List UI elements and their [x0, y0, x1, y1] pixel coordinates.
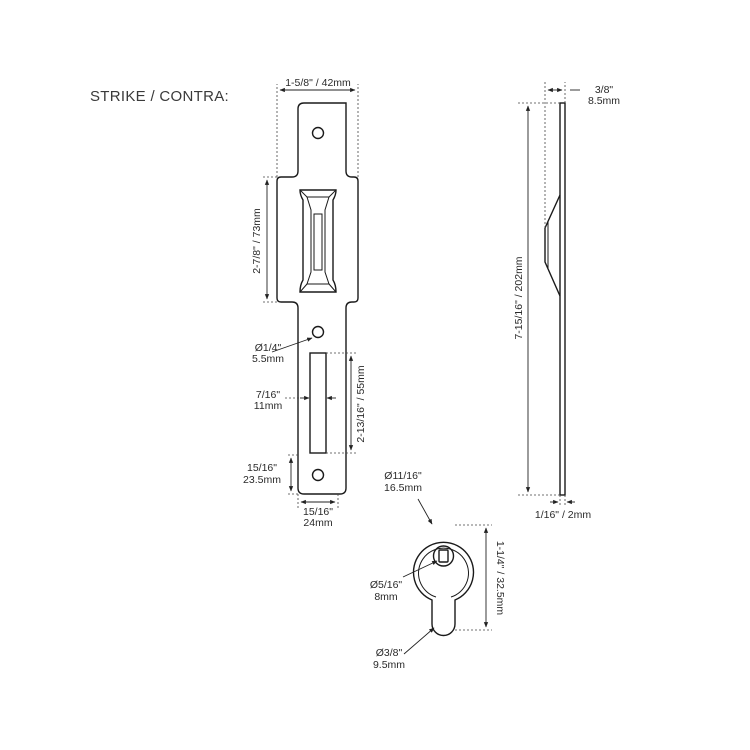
dim-cap-neck-label-a: Ø3/8" — [376, 647, 403, 659]
dim-box-height-label: 2-7/8" / 73mm — [251, 208, 263, 274]
dim-cap-hole: Ø5/16" 8mm — [370, 560, 438, 603]
dim-top-width-label: 1-5/8" / 42mm — [285, 77, 351, 89]
dim-end-height-label-b: 23.5mm — [243, 474, 281, 486]
dim-cap-hole-label-a: Ø5/16" — [370, 579, 403, 591]
strike-plate-front-view — [276, 102, 359, 495]
strike-plate-outline — [276, 102, 359, 495]
top-screw-hole — [311, 126, 325, 140]
side-plate — [559, 102, 566, 496]
dim-cap-neck-label-b: 9.5mm — [373, 659, 405, 671]
dim-slot-width: 7/16" 11mm — [254, 389, 336, 412]
dim-cap-hole-label-b: 8mm — [374, 591, 398, 603]
strike-side-view — [544, 102, 566, 496]
dim-end-height-label-a: 15/16" — [247, 462, 277, 474]
dim-thickness-label-a: 3/8" — [595, 84, 614, 96]
bottom-screw-hole — [311, 468, 325, 482]
dim-cap-outer-label-a: Ø11/16" — [384, 470, 422, 482]
dim-slot-width-label-a: 7/16" — [256, 389, 280, 401]
dim-plate-thickness-label: 1/16" / 2mm — [535, 509, 592, 521]
dim-hole-dia: Ø1/4" 5.5mm — [252, 337, 313, 365]
dim-plate-thickness: 1/16" / 2mm — [535, 495, 592, 521]
side-keeper-profile — [544, 194, 561, 297]
dim-total-length: 7-15/16" / 202mm — [513, 102, 560, 496]
dim-cap-height-label: 1-1/4" / 32.5mm — [494, 541, 506, 616]
dim-bottom-width: 15/16" 24mm — [297, 494, 339, 529]
dim-slot-length: 2-13/16" / 55mm — [326, 352, 367, 454]
dim-cap-neck: Ø3/8" 9.5mm — [373, 627, 435, 671]
long-slot — [309, 352, 327, 454]
dim-box-height: 2-7/8" / 73mm — [251, 176, 277, 303]
cap-outline — [412, 541, 475, 637]
dim-end-height: 15/16" 23.5mm — [243, 454, 298, 495]
dim-bottom-width-label-a: 15/16" — [303, 506, 333, 518]
drawing-title: STRIKE / CONTRA: — [90, 88, 229, 105]
dim-cap-height: 1-1/4" / 32.5mm — [455, 524, 506, 631]
dim-hole-dia-label-b: 5.5mm — [252, 353, 284, 365]
dim-hole-dia-label-a: Ø1/4" — [255, 342, 282, 354]
dim-cap-outer-label-b: 16.5mm — [384, 482, 422, 494]
dim-thickness: 3/8" 8.5mm — [544, 82, 620, 228]
dim-slot-length-label: 2-13/16" / 55mm — [355, 365, 367, 443]
escutcheon-cap — [412, 541, 475, 637]
middle-screw-hole — [311, 325, 325, 339]
cap-slot — [438, 549, 449, 563]
dim-total-length-label: 7-15/16" / 202mm — [513, 256, 525, 339]
dim-cap-outer: Ø11/16" 16.5mm — [384, 470, 433, 525]
dim-thickness-label-b: 8.5mm — [588, 95, 620, 107]
dim-slot-width-label-b: 11mm — [254, 400, 283, 412]
cap-hole — [432, 545, 455, 567]
dim-top-width: 1-5/8" / 42mm — [276, 77, 359, 177]
keeper-box — [299, 189, 337, 293]
dim-bottom-width-label-b: 24mm — [303, 517, 332, 529]
